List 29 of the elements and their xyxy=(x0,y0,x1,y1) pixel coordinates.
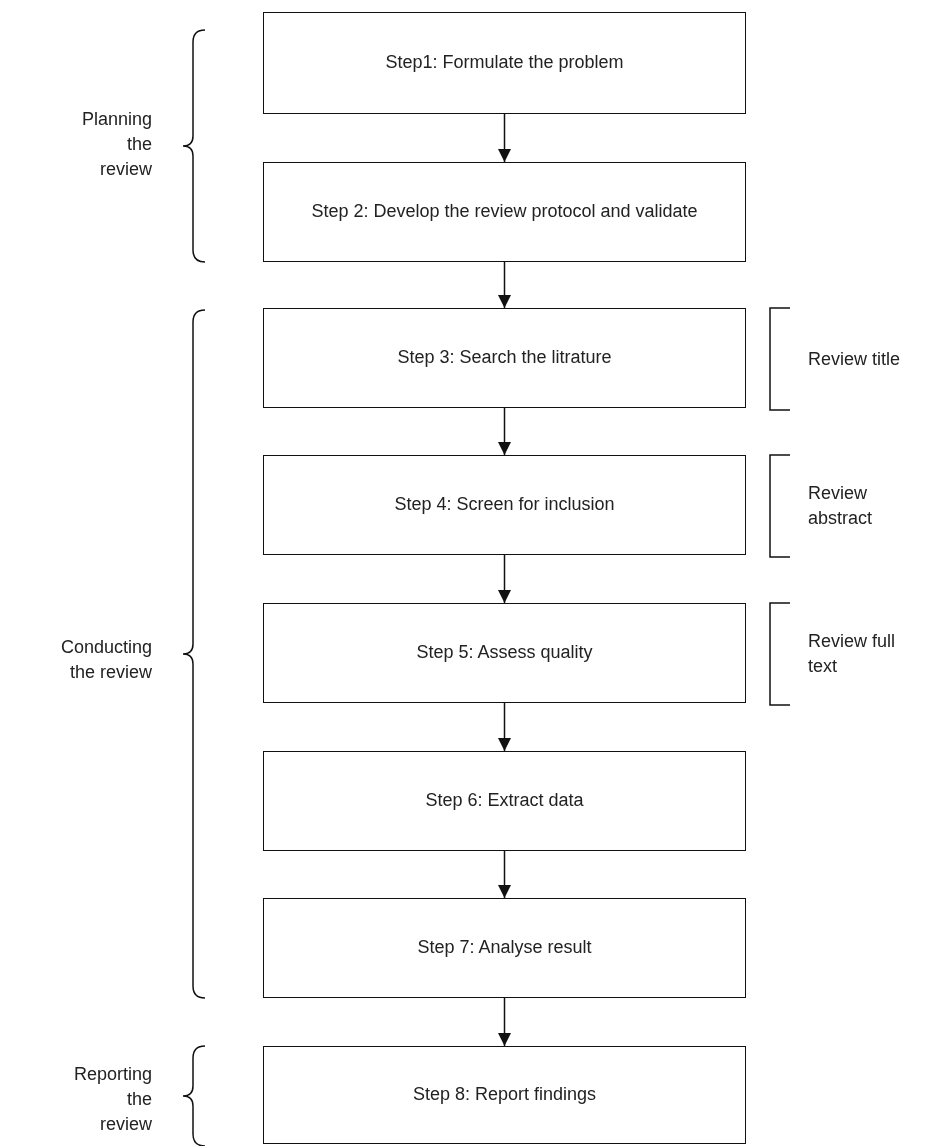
step-text: Step 5: Assess quality xyxy=(416,641,593,665)
phase-label: Planning the review xyxy=(81,108,152,182)
arrow xyxy=(498,261,511,309)
step-text: Step 8: Report findings xyxy=(412,1083,597,1107)
arrow xyxy=(498,850,511,899)
process-box xyxy=(263,12,746,114)
phase-label: Conducting the review xyxy=(60,636,152,685)
step-text: Step1: Formulate the problem xyxy=(385,51,624,75)
process-box xyxy=(263,898,746,998)
step-text: Step 2: Develop the review protocol and validate xyxy=(311,200,698,224)
step-text: Step 3: Search the litrature xyxy=(397,346,612,370)
stage-label: Review title xyxy=(808,347,902,371)
arrow xyxy=(498,554,511,604)
phase-label: Reporting the review xyxy=(73,1063,152,1137)
step-text: Step 4: Screen for inclusion xyxy=(394,493,615,517)
process-box xyxy=(263,603,746,703)
process-box xyxy=(263,308,746,408)
process-box xyxy=(263,1046,746,1144)
stage-label: Review full text xyxy=(808,630,897,679)
arrow xyxy=(498,407,511,456)
step-text: Step 7: Analyse result xyxy=(417,936,592,960)
arrow xyxy=(498,702,511,752)
stage-label: Review abstract xyxy=(808,482,874,531)
process-box xyxy=(263,162,746,262)
process-box xyxy=(263,751,746,851)
arrow xyxy=(498,113,511,163)
step-text: Step 6: Extract data xyxy=(425,789,584,813)
arrow xyxy=(498,997,511,1047)
process-box xyxy=(263,455,746,555)
